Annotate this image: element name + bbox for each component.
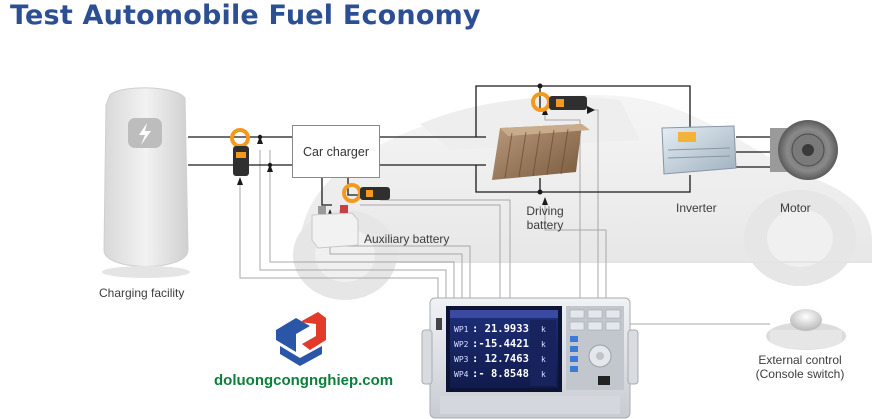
screen-row-key: WP4 (454, 370, 469, 379)
screen-row: WP2 :-15.4421 k (452, 338, 556, 352)
car-charger-label: Car charger (303, 144, 369, 159)
driving-battery-label-line2: battery (526, 218, 564, 232)
screen-row-value: :-15.4421 (472, 338, 529, 350)
screen-row-key: WP1 (454, 325, 469, 334)
clamp-sensor-1 (230, 128, 250, 176)
screen-row-key: WP2 (454, 340, 469, 349)
screen-row-value: : 12.7463 (472, 353, 529, 365)
external-control-label-line1: External control (758, 353, 842, 367)
auxiliary-battery-label: Auxiliary battery (364, 232, 450, 246)
inverter-label: Inverter (676, 201, 717, 215)
brand-logo-icon (276, 312, 326, 366)
screen-row: WP1 : 21.9933 k (452, 323, 556, 337)
power-analyzer-device (421, 297, 639, 419)
motor-illustration (770, 120, 838, 180)
screen-row-unit: k (541, 370, 546, 379)
watermark-text[interactable]: doluongcongnghiep.com (214, 372, 394, 389)
screen-row-key: WP3 (454, 355, 469, 364)
clamp-sensor-2 (342, 183, 390, 203)
driving-battery-label: Driving battery (520, 204, 570, 232)
analyzer-screen: WP1 : 21.9933 k WP2 :-15.4421 k WP3 : 12… (452, 323, 556, 385)
screen-row-unit: k (541, 355, 546, 364)
screen-row: WP4 :- 8.8548 k (452, 368, 556, 382)
car-charger-box: Car charger (292, 125, 380, 178)
external-control-label: External control (Console switch) (748, 353, 852, 381)
auxiliary-battery-illustration (311, 205, 359, 249)
driving-battery-label-line1: Driving (526, 204, 564, 218)
clamp-sensor-3 (531, 92, 587, 112)
screen-row-unit: k (541, 325, 546, 334)
console-switch-illustration (766, 309, 846, 350)
driving-battery-illustration (492, 124, 590, 180)
power-wiring (188, 85, 776, 206)
charging-station-illustration (102, 87, 190, 278)
screen-row-value: : 21.9933 (472, 323, 529, 335)
screen-row-value: :- 8.8548 (472, 368, 529, 380)
screen-row-unit: k (541, 340, 546, 349)
motor-label: Motor (780, 201, 811, 215)
external-control-label-line2: (Console switch) (755, 367, 845, 381)
screen-row: WP3 : 12.7463 k (452, 353, 556, 367)
charging-facility-label: Charging facility (99, 286, 185, 300)
lightning-icon (139, 123, 151, 145)
page-title: Test Automobile Fuel Economy (10, 0, 481, 31)
inverter-illustration (661, 125, 737, 175)
